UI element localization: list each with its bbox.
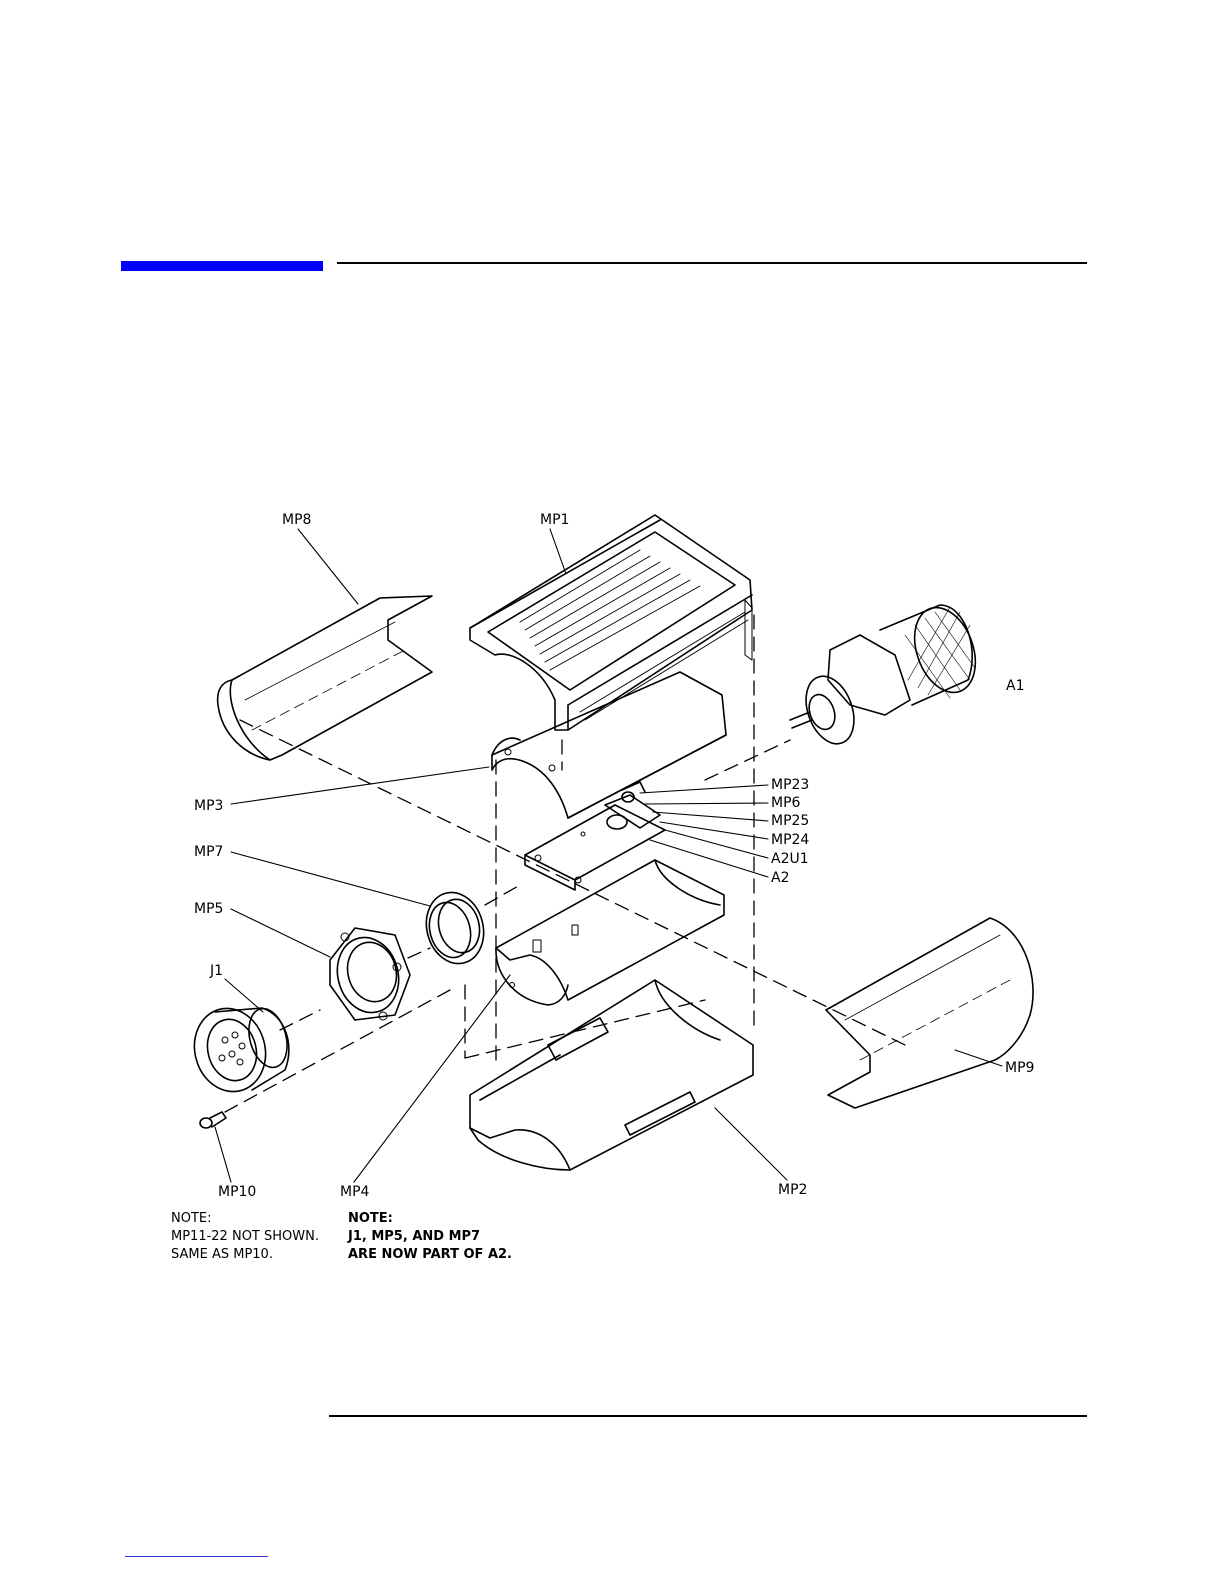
note-left-heading: NOTE: — [171, 1210, 319, 1228]
a2-board-assembly — [525, 782, 665, 890]
label-mp3: MP3 — [194, 798, 223, 814]
a1-connector — [790, 599, 986, 750]
label-a2: A2 — [771, 870, 789, 886]
note-right-heading: NOTE: — [348, 1210, 512, 1228]
label-mp1: MP1 — [540, 512, 569, 528]
mp7-ring — [419, 886, 492, 970]
footer-rule — [329, 1415, 1087, 1417]
label-mp6: MP6 — [771, 795, 801, 811]
label-mp25: MP25 — [771, 813, 809, 829]
mp8-label-sheet — [218, 596, 432, 760]
label-mp23: MP23 — [771, 777, 809, 793]
label-a2u1: A2U1 — [771, 851, 809, 867]
mp4-inner-shell — [496, 860, 724, 1005]
note-right-line1: J1, MP5, AND MP7 — [348, 1228, 512, 1246]
note-right: NOTE: J1, MP5, AND MP7 ARE NOW PART OF A… — [348, 1210, 512, 1264]
mp9-label-sheet — [826, 918, 1033, 1108]
label-mp2: MP2 — [778, 1182, 807, 1198]
note-left: NOTE: MP11-22 NOT SHOWN. SAME AS MP10. — [171, 1210, 319, 1264]
label-mp5: MP5 — [194, 901, 223, 917]
label-mp9: MP9 — [1005, 1060, 1034, 1076]
mp10-screw — [200, 1112, 226, 1128]
label-mp8: MP8 — [282, 512, 311, 528]
label-mp4: MP4 — [340, 1184, 370, 1200]
mp5-nut — [329, 928, 410, 1020]
label-a1: A1 — [1006, 678, 1024, 694]
note-right-line2: ARE NOW PART OF A2. — [348, 1246, 512, 1264]
j1-connector — [185, 1000, 293, 1099]
footer-link-underline[interactable] — [125, 1556, 268, 1557]
label-mp10: MP10 — [218, 1184, 256, 1200]
mp1-top-cover — [470, 515, 752, 730]
note-left-line2: SAME AS MP10. — [171, 1246, 319, 1264]
label-mp24: MP24 — [771, 832, 809, 848]
note-left-line1: MP11-22 NOT SHOWN. — [171, 1228, 319, 1246]
mp2-bottom-shell — [470, 980, 753, 1170]
label-mp7: MP7 — [194, 844, 223, 860]
label-j1: J1 — [209, 963, 223, 979]
